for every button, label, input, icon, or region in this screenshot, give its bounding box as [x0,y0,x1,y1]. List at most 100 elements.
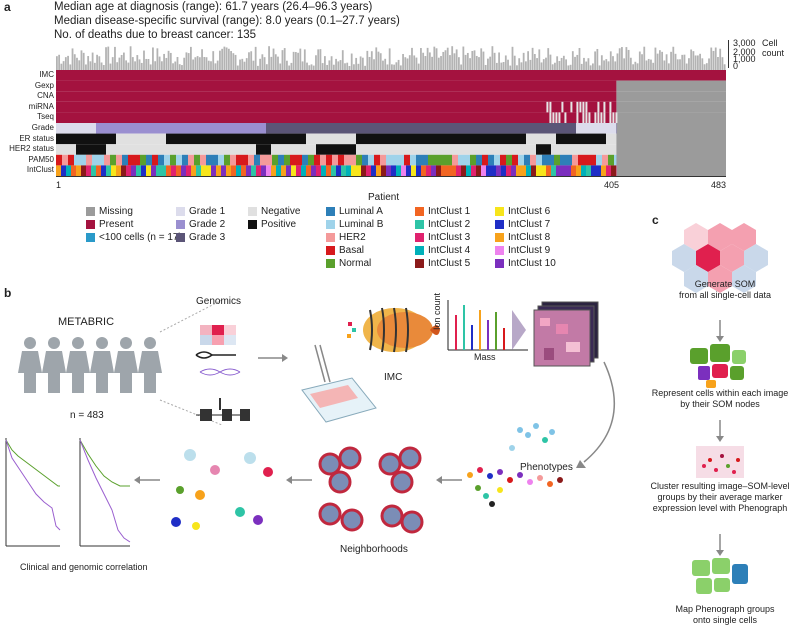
legend-swatch [326,207,335,216]
heatmap-speckle [555,112,558,123]
histogram-bar [560,57,563,70]
stat-deaths: No. of deaths due to breast cancer: 135 [54,29,257,41]
legend-swatch [176,220,185,229]
histogram-bar [359,56,362,70]
histogram-bar [78,60,81,70]
heatmap-row-missing [616,112,726,123]
histogram-bar [339,60,342,70]
heatmap-intclust-cell [186,165,191,176]
histogram-bar [458,57,460,70]
heatmap-intclust-cell [421,165,426,176]
histogram-bar [605,59,608,70]
cell-count-label: Cell count [762,38,785,58]
histogram-bar [111,57,114,70]
cohort-n-label: n = 483 [70,410,104,421]
heatmap-er-cell [306,133,356,145]
heatmap-intclust-cell [266,165,271,176]
histogram-bar [140,62,143,70]
heatmap-intclust-cell [581,165,586,176]
legend-label: Luminal B [339,219,384,230]
histogram-bar [181,65,183,70]
histogram-bar [391,64,393,70]
histogram-bar [379,53,382,70]
heatmap-pam50-cell [326,154,332,166]
heatmap-intclust-cell [361,165,366,176]
heatmap-intclust-cell [591,165,596,176]
heatmap-intclust-cell [576,165,581,176]
histogram-bar [705,63,708,70]
genomics-heatmap-icon [200,325,236,345]
legend-label: Missing [99,206,133,217]
heatmap-intclust-cell [296,165,301,176]
histogram-bar [556,56,559,70]
histogram-bar [190,46,192,70]
panel-a-letter: a [4,0,11,14]
heatmap-pam50-cell [140,154,146,166]
legend-swatch [326,233,335,242]
heatmap-pam50-cell [302,154,308,166]
phenotype-scatter [467,423,563,507]
heatmap-pam50-cell [524,154,530,166]
patient-tick-483: 483 [711,180,727,190]
heatmap-intclust-cell [321,165,326,176]
histogram-bar [471,50,474,70]
heatmap-pam50-cell [338,154,344,166]
heatmap-intclust-cell [411,165,416,176]
heatmap-intclust-cell [261,165,266,176]
legend-swatch [415,233,424,242]
patient-heatmap [56,70,726,176]
heatmap-intclust-cell [286,165,291,176]
heatmap-pam50-cell [56,154,62,166]
histogram-bar [511,46,514,70]
heatmap-speckle [561,101,564,113]
heatmap-her2-cell [316,144,356,155]
histogram-bar [408,55,411,70]
legend-item: Positive [248,219,296,230]
heatmap-pam50-cell [200,154,206,166]
histogram-bar [234,54,237,70]
legend-label: Luminal A [339,206,383,217]
heatmap-intclust-cell [596,165,601,176]
heatmap-intclust-cell [371,165,376,176]
histogram-bar [621,47,623,70]
histogram-bar [145,58,148,70]
histogram-bar [578,47,581,70]
heatmap-intclust-cell [86,165,91,176]
histogram-bar [230,51,232,70]
patient-axis-line [56,176,726,177]
heatmap-speckle [549,101,552,113]
histogram-bar [301,61,304,70]
cell-count-tick-3000: 3,000 [733,38,756,48]
histogram-bar [670,51,672,70]
legend-item: IntClust 8 [495,232,550,243]
heatmap-pam50-cell [452,154,458,166]
histogram-bar [607,61,610,70]
histogram-bar [594,51,597,70]
heatmap-speckle [582,101,585,113]
histogram-bar [721,57,724,70]
heatmap-pam50-cell [476,154,482,166]
histogram-bar [357,63,360,70]
legend-item: IntClust 2 [415,219,470,230]
heatmap-intclust-cell [146,165,151,176]
histogram-bar [435,48,438,70]
heatmap-row [56,101,617,113]
heatmap-pam50-cell [584,154,590,166]
legend-swatch [248,220,257,229]
heatmap-pam50-cell [404,154,410,166]
histogram-bar [297,52,299,70]
histogram-bar [710,47,713,70]
stat-survival: Median disease-specific survival (range)… [54,15,400,27]
heatmap-pam50-cell [254,154,260,166]
histogram-bar [663,60,666,70]
heatmap-grade-cell [266,123,576,134]
heatmap-speckle [576,112,579,123]
heatmap-pam50-cell [398,154,404,166]
legend-swatch [495,246,504,255]
heatmap-pam50-cell [248,154,254,166]
heatmap-intclust-cell [376,165,381,176]
histogram-bar [129,46,132,70]
histogram-bar [165,57,168,70]
histogram-bar [554,62,556,70]
heatmap-speckle [546,101,549,113]
